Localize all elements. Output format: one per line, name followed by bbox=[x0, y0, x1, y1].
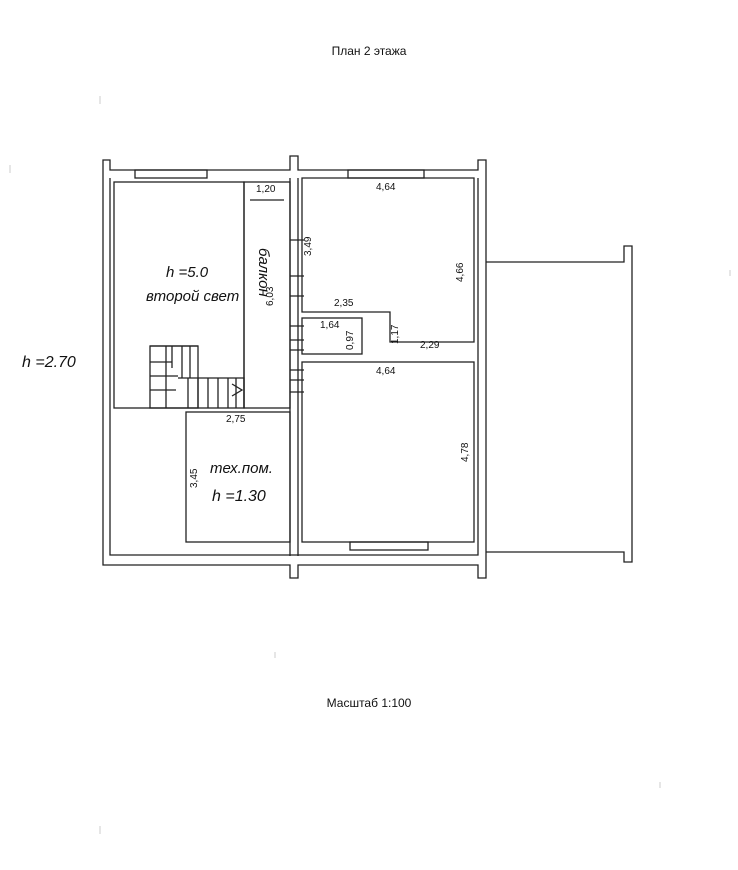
stair-landing bbox=[149, 345, 199, 409]
outer-wall bbox=[102, 155, 487, 579]
window-bottom bbox=[349, 541, 429, 551]
dim-room2-height: 4,78 bbox=[460, 442, 471, 462]
dim-room1-width: 4,64 bbox=[376, 182, 396, 193]
dim-tech-width: 2,75 bbox=[226, 414, 246, 425]
room-2 bbox=[301, 361, 475, 543]
dim-closet-height: 0,97 bbox=[345, 330, 356, 350]
dim-corridor-bottom: 2,29 bbox=[420, 340, 440, 351]
tech-room bbox=[185, 411, 291, 543]
dim-corridor-width: 2,35 bbox=[334, 298, 354, 309]
plan-title: План 2 этажа bbox=[331, 44, 407, 58]
terrace bbox=[486, 245, 633, 563]
dim-balcony-length: 6,03 bbox=[265, 286, 276, 306]
inner-wall-line bbox=[109, 178, 479, 556]
outer-height-label: h =2.70 bbox=[22, 354, 76, 371]
closet bbox=[301, 317, 363, 355]
second-light-height: h =5.0 bbox=[166, 264, 209, 281]
partition-wall bbox=[289, 178, 299, 556]
dim-room1-height-left: 3,49 bbox=[303, 236, 314, 256]
second-light-name: второй свет bbox=[146, 288, 240, 305]
stair-run bbox=[178, 377, 245, 408]
tech-room-name: тех.пом. bbox=[210, 460, 273, 477]
room-1 bbox=[301, 177, 475, 343]
dim-room1-height-right: 4,66 bbox=[455, 262, 466, 282]
dim-room2-width: 4,64 bbox=[376, 366, 396, 377]
window-top-left bbox=[134, 169, 208, 179]
dim-tech-height: 3,45 bbox=[189, 468, 200, 488]
tech-room-height: h =1.30 bbox=[212, 488, 266, 505]
window-top-right bbox=[347, 169, 425, 179]
dim-closet-width: 1,64 bbox=[320, 320, 340, 331]
scale-label: Масштаб 1:100 bbox=[326, 696, 412, 710]
dim-balcony-width: 1,20 bbox=[256, 184, 276, 195]
dim-corridor-height: 1,17 bbox=[390, 324, 401, 344]
